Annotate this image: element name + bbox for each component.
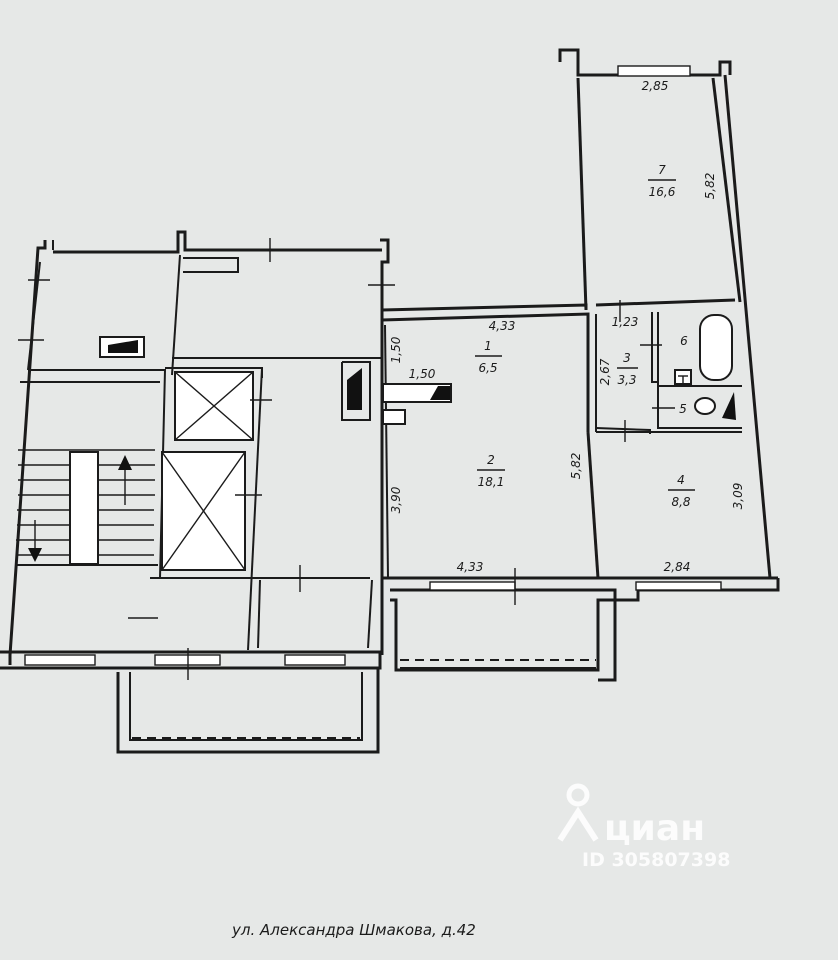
room-3-number: 3 (623, 351, 631, 365)
dim-room3-width: 1,23 (612, 315, 639, 329)
dim-room4-width: 2,84 (664, 560, 691, 574)
room-labels: 7 16,6 1 6,5 2 18,1 3 3,3 4 8,8 5 6 (475, 163, 695, 509)
stair-well (69, 451, 99, 565)
stair-up-arrow-icon (118, 455, 132, 470)
street-address: ул. Александра Шмакова, д.42 (231, 921, 476, 939)
room-3-area: 3,3 (617, 373, 636, 387)
stair-down-arrow-icon (28, 548, 42, 562)
dimension-labels: 2,85 5,82 4,33 1,50 1,50 1,23 2,67 5,82 … (389, 79, 745, 574)
room-5-number: 5 (679, 402, 687, 416)
room-1-area: 6,5 (478, 361, 497, 375)
room-7-number: 7 (658, 163, 666, 177)
watermark-brand: циан (604, 808, 705, 849)
left-section-walls (0, 230, 395, 754)
dim-hall-top-width: 4,33 (489, 319, 516, 333)
room-6-number: 6 (680, 334, 688, 348)
dim-hall-depth-left: 1,50 (389, 336, 403, 363)
watermark-id: ID 305807398 (582, 849, 730, 871)
room-4-number: 4 (677, 473, 685, 487)
dim-living-left-depth: 3,90 (389, 486, 403, 513)
dim-room3-depth: 2,67 (598, 358, 612, 385)
bathtub (699, 314, 733, 381)
location-pin-icon (557, 783, 599, 842)
dim-room2-bottom-width: 4,33 (457, 560, 484, 574)
dim-room7-length: 5,82 (703, 173, 717, 200)
room-4-area: 8,8 (671, 495, 690, 509)
room-1-number: 1 (484, 339, 492, 353)
dim-hall-niche: 1,50 (409, 367, 436, 381)
room-2-area: 18,1 (478, 475, 505, 489)
dim-room4-depth: 3,09 (731, 483, 745, 510)
toilet (694, 397, 716, 415)
dim-room2-depth: 5,82 (569, 453, 583, 480)
watermark: циан ID 305807398 (557, 783, 730, 871)
room-7-area: 16,6 (649, 185, 676, 199)
room-2-number: 2 (487, 453, 495, 467)
dim-room7-width: 2,85 (642, 79, 669, 93)
apartment-walls (341, 48, 780, 682)
